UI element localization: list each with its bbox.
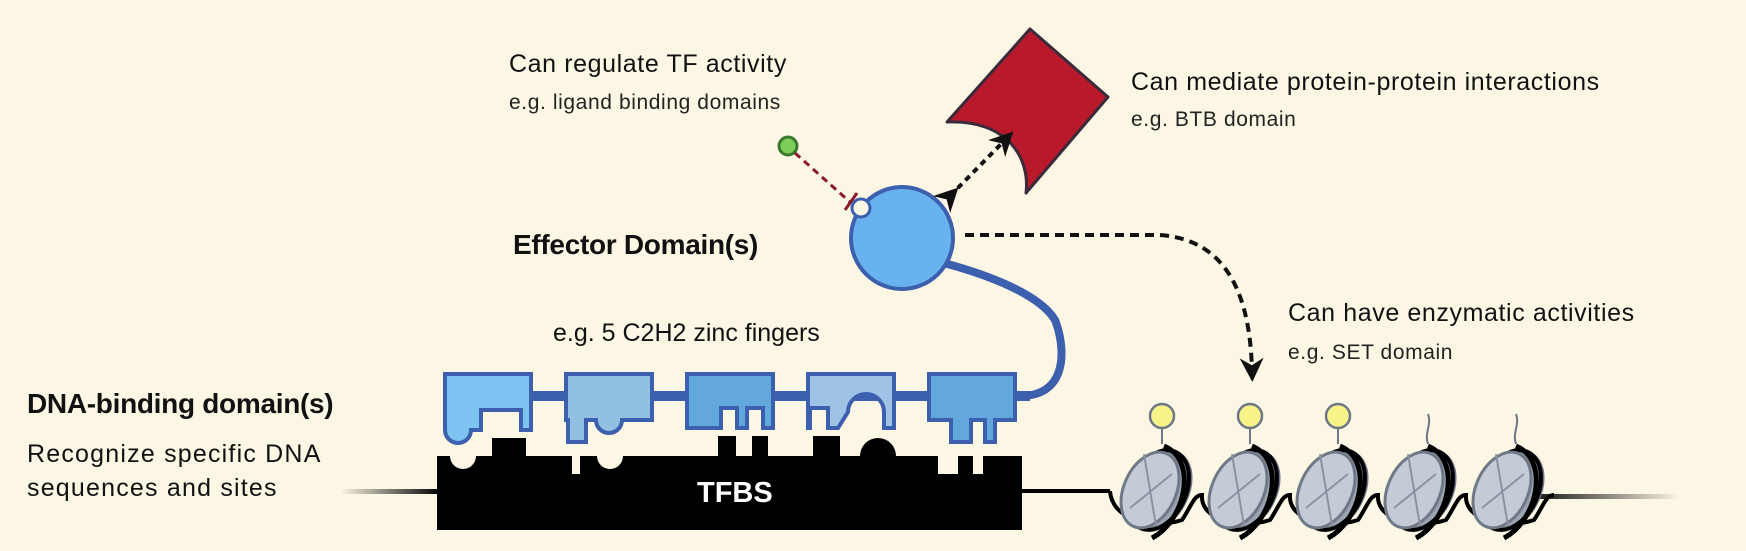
nucleosome xyxy=(1207,402,1281,541)
dna-binding-desc-line2: sequences and sites xyxy=(27,474,278,502)
nucleosome xyxy=(1119,402,1193,541)
tfbs-block xyxy=(437,436,1022,530)
ppi-arrow xyxy=(933,131,1014,213)
ligand-pocket xyxy=(850,197,872,219)
ppi-example: e.g. BTB domain xyxy=(1131,108,1297,131)
zinc-finger xyxy=(927,372,1017,444)
nucleosome-array xyxy=(1108,402,1555,541)
regulation-example: e.g. ligand binding domains xyxy=(509,91,781,114)
zinc-finger xyxy=(443,372,533,445)
linker-dna xyxy=(1108,490,1555,526)
inhibition-line xyxy=(794,151,851,204)
zinc-finger xyxy=(806,372,896,430)
zinc-finger-group xyxy=(443,372,1017,445)
regulation-title: Can regulate TF activity xyxy=(509,50,787,78)
zinc-finger xyxy=(564,372,654,444)
inhibition-bar xyxy=(843,192,859,211)
ligand-icon xyxy=(777,135,799,157)
zinc-finger-linker xyxy=(530,391,1030,401)
nucleosome xyxy=(1295,402,1369,541)
histone-tail xyxy=(1425,413,1431,445)
effector-heading: Effector Domain(s) xyxy=(513,229,759,260)
effector-domain xyxy=(849,185,955,291)
dna-strand-left xyxy=(340,489,440,494)
histone-modification-icon xyxy=(1236,402,1264,430)
histone-tail xyxy=(1513,413,1519,445)
enzymatic-title: Can have enzymatic activities xyxy=(1288,299,1635,327)
zinc-finger xyxy=(685,372,775,430)
ppi-partner-shape xyxy=(945,27,1110,195)
nucleosome xyxy=(1471,413,1545,541)
enzymatic-example: e.g. SET domain xyxy=(1288,341,1454,364)
nucleosome xyxy=(1383,413,1457,541)
zinc-finger-label: e.g. 5 C2H2 zinc fingers xyxy=(553,319,820,347)
histone-modification-icon xyxy=(1324,402,1352,430)
dna-strand-right xyxy=(1520,494,1680,499)
dna-binding-desc-line1: Recognize specific DNA xyxy=(27,440,322,468)
dna-binding-heading: DNA-binding domain(s) xyxy=(27,388,334,419)
effector-tether xyxy=(938,258,1066,400)
tfbs-label: TFBS xyxy=(697,477,773,509)
ppi-title: Can mediate protein-protein interactions xyxy=(1131,68,1600,96)
enzymatic-arrow xyxy=(965,233,1264,382)
histone-modification-icon xyxy=(1148,402,1176,430)
